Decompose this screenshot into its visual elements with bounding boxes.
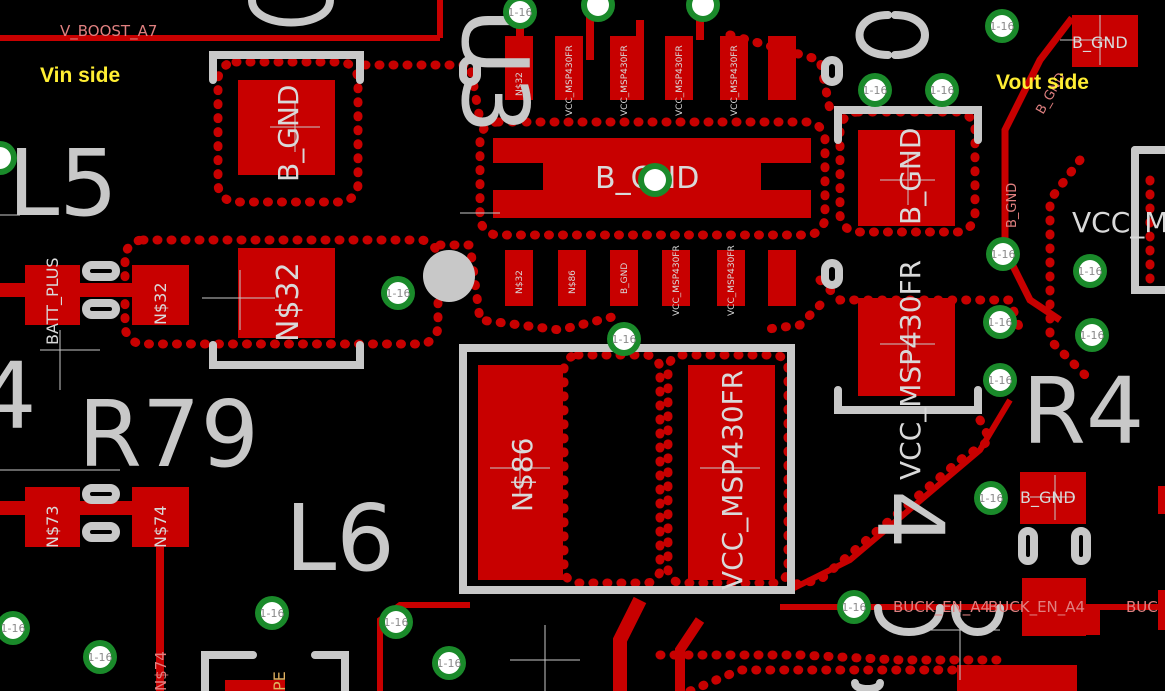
ic-bottom-pin-3: B_GND: [620, 263, 630, 294]
via: 1-16: [1075, 318, 1109, 352]
designator-l5: L5: [8, 130, 118, 237]
pad-label-b-gnd-left: B_GND: [272, 85, 305, 182]
designator-l6: L6: [285, 485, 395, 592]
vias: 1-16 1-16 1-16 1-16 1-16 1-16 1-16 1-16 1-16 1-16…: [0, 0, 1109, 680]
via-label: 1-16: [384, 616, 409, 629]
pad-label-n74: N$74: [151, 505, 170, 548]
via: [686, 0, 720, 22]
via: 1-16: [986, 237, 1020, 271]
designator-r4: R4: [1022, 358, 1144, 465]
via-label: 1-16: [612, 333, 637, 346]
via: 1-16: [858, 73, 892, 107]
pad-label-vcc-m: VCC_M: [1072, 206, 1165, 239]
via-label: 1-16: [979, 492, 1004, 505]
pad-label-n86-big: N$86: [506, 438, 539, 512]
via-label: 1-16: [1078, 265, 1103, 278]
via: 1-16: [503, 0, 537, 29]
trace-label-b-gnd-vert: B_GND: [1005, 183, 1020, 228]
vin-side-annotation: Vin side: [40, 64, 121, 87]
via: 1-16: [381, 276, 415, 310]
via: 1-16: [255, 596, 289, 630]
ic-top-pin-5: VCC_MSP430FR: [730, 45, 740, 116]
pad-label-pe: PE: [270, 671, 289, 691]
via: 1-16: [379, 605, 413, 639]
via-label: 1-16: [988, 316, 1013, 329]
via-label: 1-16: [508, 6, 533, 19]
designator-u3: U3: [441, 8, 548, 134]
via-label: 1-16: [88, 651, 113, 664]
via-label: 1-16: [1, 622, 26, 635]
origin-crosshairs: [0, 15, 1110, 691]
pad-label-batt-plus: BATT_PLUS: [43, 257, 63, 345]
trace-label-n74: N$74: [152, 651, 170, 691]
via: [581, 0, 615, 22]
via-label: 1-16: [988, 374, 1013, 387]
via: 1-16: [432, 646, 466, 680]
via: 1-16: [83, 640, 117, 674]
via-label: 1-16: [386, 287, 411, 300]
via-label: 1-16: [930, 84, 955, 97]
via: 1-16: [985, 9, 1019, 43]
designator-r79: R79: [78, 381, 259, 488]
pad-label-n32-small: N$32: [151, 282, 170, 325]
ic-bottom-pin-2: N$86: [568, 270, 578, 294]
part-designators: L5 U3 R79 L6 R4 4 4: [0, 8, 1144, 592]
trace-label-buck-en-2: BUCK_EN_A4: [988, 598, 1085, 617]
trace-label-b-gnd-top: B_GND: [1072, 33, 1128, 53]
ic-top-pin-1: N$32: [515, 72, 525, 96]
trace-label-buck-en: BUCK_EN_A4: [893, 598, 990, 617]
via: 1-16: [607, 322, 641, 356]
silkscreen-outlines: [82, 0, 1165, 691]
via-label: 1-16: [842, 601, 867, 614]
via: 1-16: [837, 590, 871, 624]
via: 1-16: [925, 73, 959, 107]
pad-label-b-gnd-small: B_GND: [1020, 488, 1076, 508]
via-label: 1-16: [260, 607, 285, 620]
via: [638, 163, 672, 197]
vout-side-annotation: Vout side: [996, 71, 1089, 94]
via: [0, 141, 17, 175]
ic-top-pin-3: VCC_MSP430FR: [620, 45, 630, 116]
via: 1-16: [983, 305, 1017, 339]
ic-top-pin-2: VCC_MSP430FR: [565, 45, 575, 116]
copper-labels: V_BOOST_A7 BUCK_EN_A4 BUCK_EN_A4 BUC B_G…: [43, 22, 1165, 691]
pad-label-n73: N$73: [43, 505, 62, 548]
via: 1-16: [974, 481, 1008, 515]
ic-bottom-pin-4: VCC_MSP430FR: [672, 245, 682, 316]
ic-bottom-pin-5: VCC_MSP430FR: [727, 245, 737, 316]
via-label: 1-16: [991, 248, 1016, 261]
pad-label-vcc-right: VCC_MSP430FR: [894, 260, 927, 480]
designator-cap-bottom: 4: [856, 490, 963, 549]
via: 1-16: [983, 363, 1017, 397]
trace-label-v-boost: V_BOOST_A7: [60, 22, 157, 41]
ic-bottom-pin-1: N$32: [515, 270, 525, 294]
trace-label-buc: BUC: [1126, 598, 1158, 616]
via: 1-16: [0, 611, 30, 645]
via-label: 1-16: [990, 20, 1015, 33]
via-label: 1-16: [863, 84, 888, 97]
via-label: 1-16: [1080, 329, 1105, 342]
pad-label-vcc-big: VCC_MSP430FR: [716, 370, 749, 590]
pad-label-n32-big: N$32: [271, 262, 306, 342]
via: 1-16: [1073, 254, 1107, 288]
designator-cap-left: 4: [0, 343, 37, 450]
copper-pads: [25, 15, 1165, 691]
via-label: 1-16: [437, 657, 462, 670]
pad-label-b-gnd-right: B_GND: [894, 128, 927, 225]
ic-top-pin-4: VCC_MSP430FR: [675, 45, 685, 116]
